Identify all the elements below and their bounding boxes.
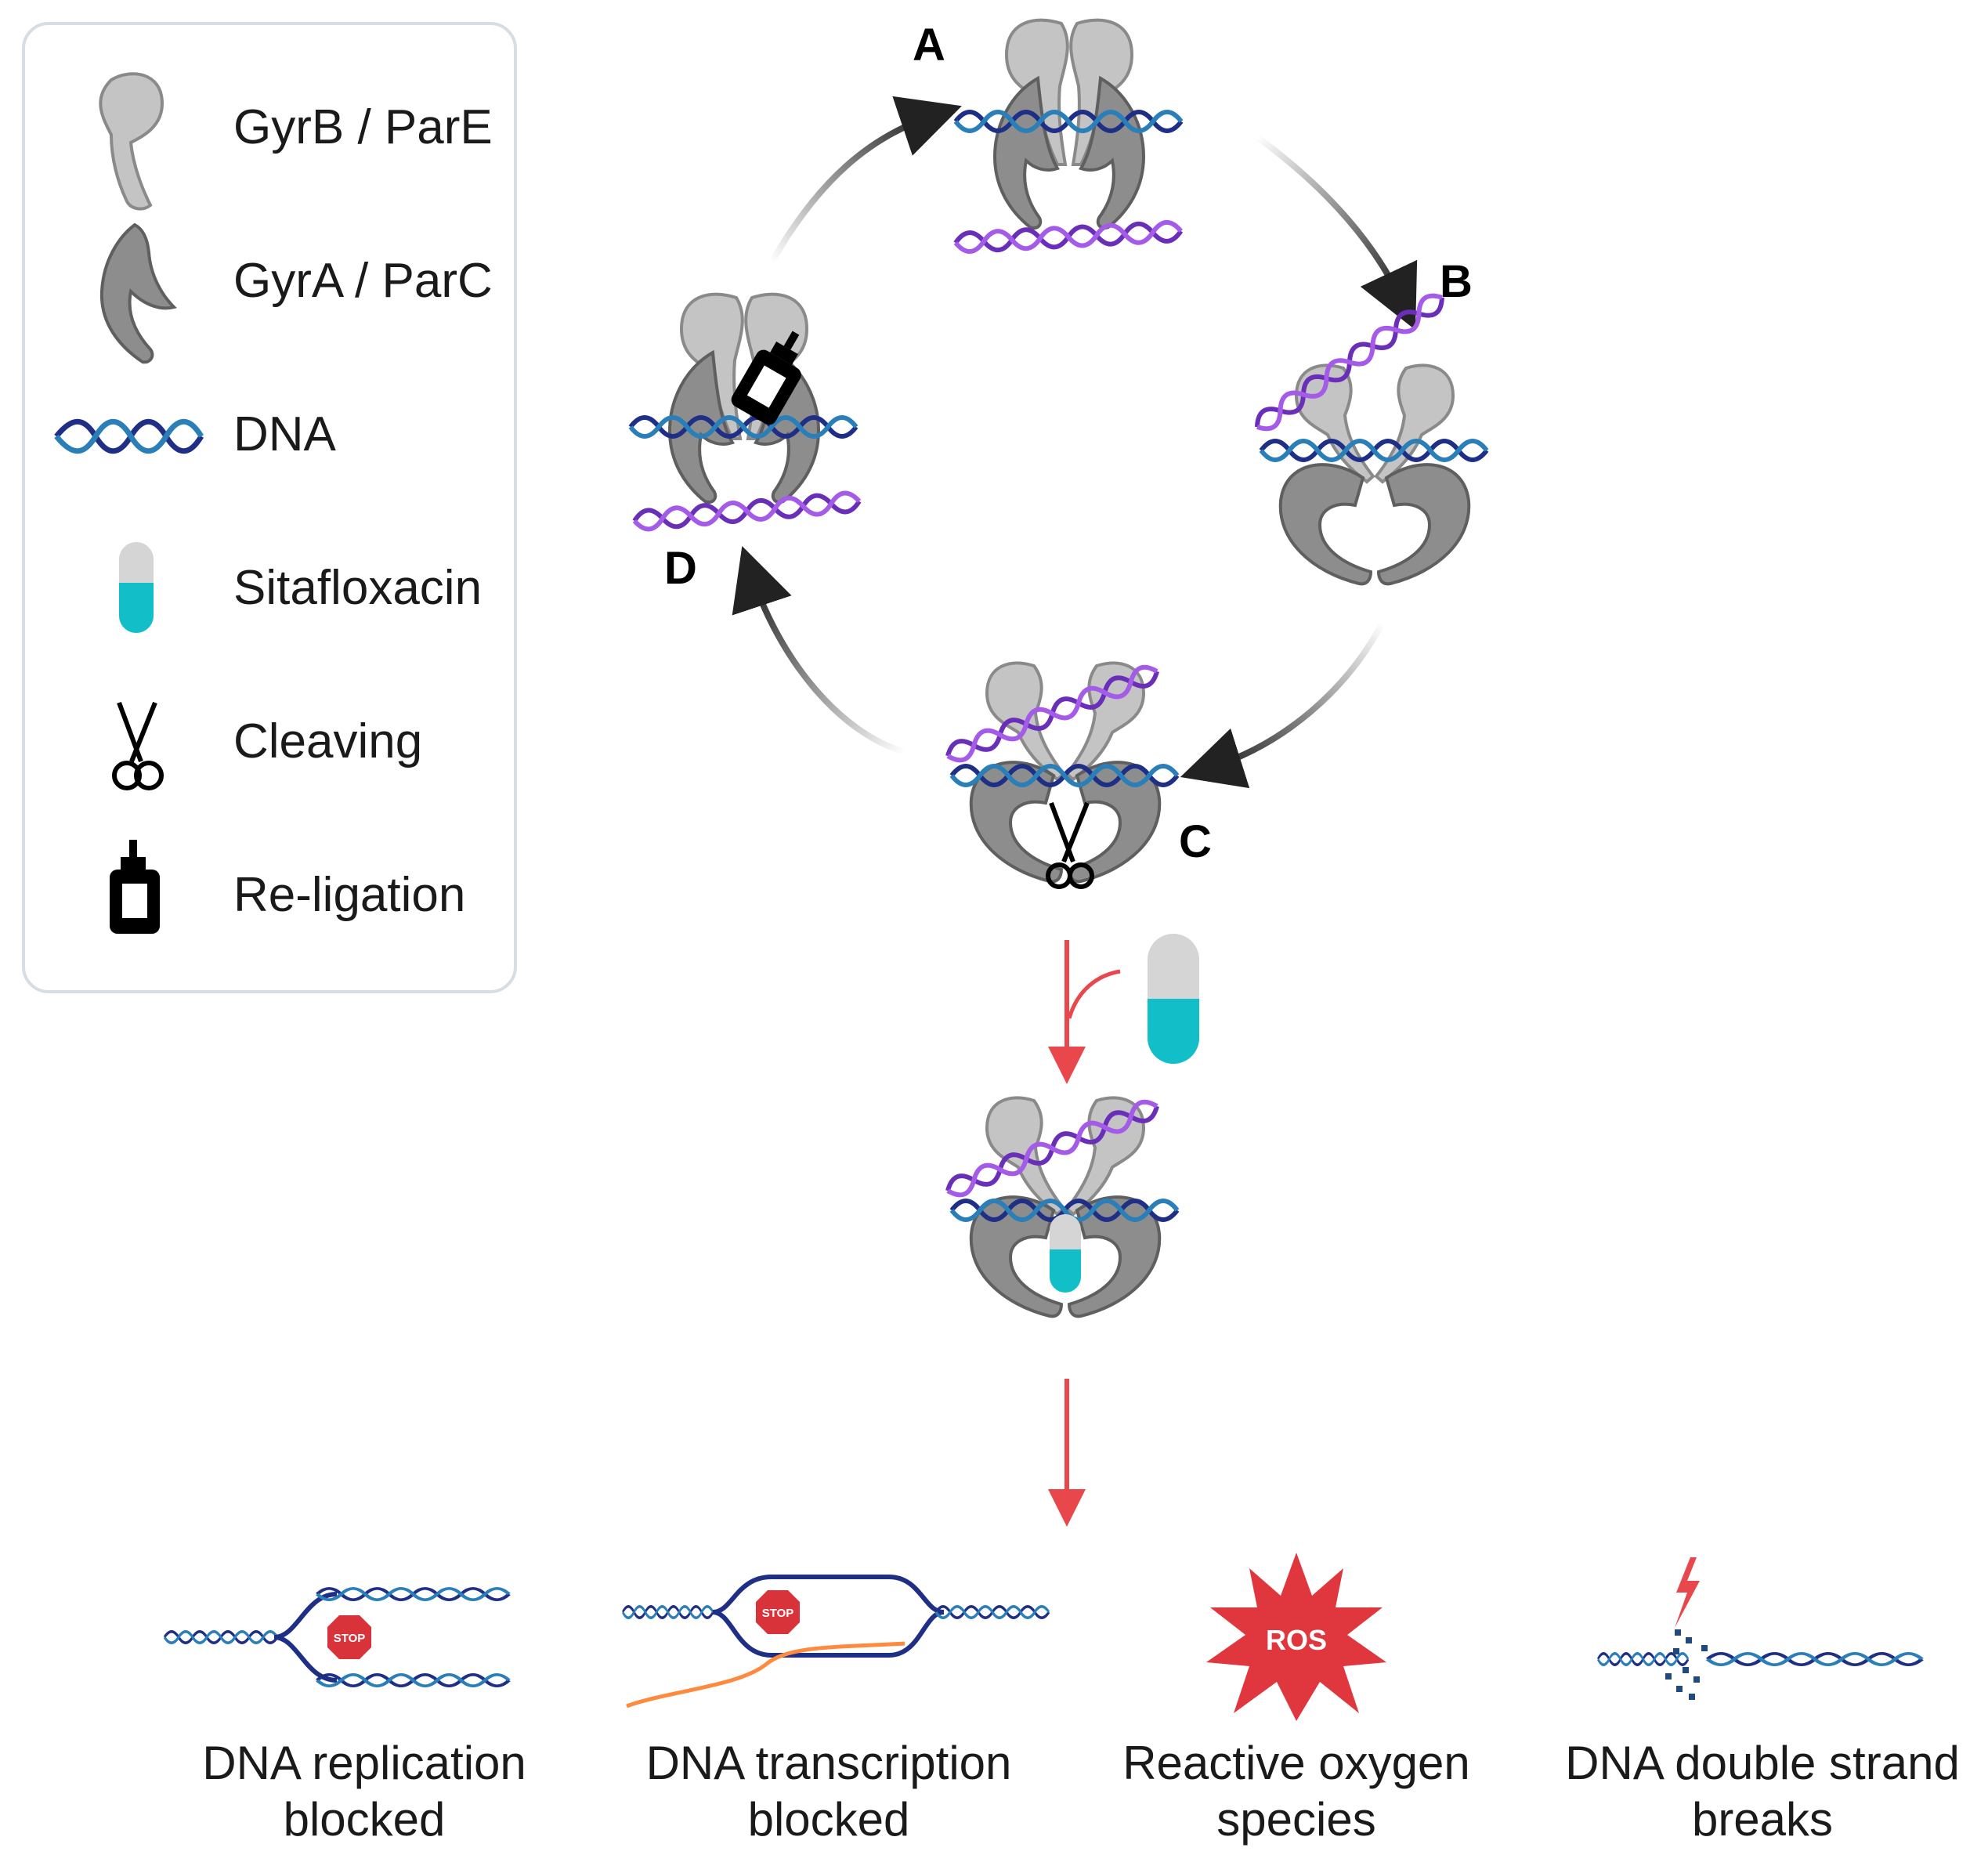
outcome-replication-label: DNA replication blocked [161,1735,568,1848]
glue-bottle-icon [110,840,160,934]
capsule-icon [1050,1214,1081,1293]
enzyme-drug-complex [945,1097,1177,1318]
dna-helix-icon [54,418,204,454]
enzyme-state-b [1252,290,1487,586]
capsule-icon [1148,934,1199,1064]
lightning-icon [1675,1557,1700,1628]
enzyme-state-c [945,663,1177,889]
step-label-b: B [1440,256,1473,307]
gyra-parc-icon [99,222,177,364]
ros-starburst-icon: ROS [1206,1553,1386,1721]
legend-label-gyrb: GyrB / ParE [233,100,493,154]
legend-label-religation: Re-ligation [233,868,466,922]
dna-break-fragments [1665,1629,1708,1700]
scissors-icon [1046,801,1094,889]
outcome-transcription-line2: blocked [747,1793,910,1846]
outcome-transcription-line1: DNA transcription [645,1737,1012,1789]
dsb-illustration [1596,1557,1922,1700]
transcription-bubble-illustration: STOP [621,1575,1050,1708]
glue-bottle-icon [731,331,801,425]
cycle-arrow-a-to-b [1255,134,1418,331]
enzyme-state-a [955,18,1181,252]
outcome-dsb-line1: DNA double strand [1565,1737,1960,1789]
outcome-ros-label: Reactive oxygen species [1093,1735,1500,1848]
outcome-replication-line1: DNA replication [202,1737,526,1789]
legend-label-sitafloxacin: Sitafloxacin [233,561,483,615]
cycle-arrow-b-to-c [1180,621,1386,789]
step-label-a: A [913,20,945,71]
outcome-ros-line2: species [1216,1793,1376,1846]
step-label-c: C [1179,816,1212,867]
outcome-transcription-label: DNA transcription blocked [625,1735,1032,1848]
legend-icons [54,72,204,934]
gyrb-pare-icon [99,72,164,211]
capsule-binding-curve [1067,969,1121,1019]
legend-label-gyra: GyrA / ParC [233,254,493,308]
stop-sign-text: STOP [762,1607,794,1620]
outcome-ros-line1: Reactive oxygen [1122,1737,1470,1789]
scissors-icon [112,701,164,790]
enzyme-state-d [631,292,860,530]
outcome-replication-line2: blocked [283,1793,446,1846]
step-label-d: D [664,543,697,594]
capsule-icon [119,542,154,633]
stop-sign-text: STOP [334,1632,366,1645]
stop-sign-icon: STOP [756,1590,800,1634]
outcome-dsb-line2: breaks [1691,1793,1834,1846]
cycle-arrow-d-to-a [768,96,962,264]
legend-label-cleaving: Cleaving [233,714,423,768]
stop-sign-icon: STOP [327,1615,371,1659]
replication-fork-illustration: STOP [163,1589,509,1686]
outcome-dsb-label: DNA double strand breaks [1559,1735,1966,1848]
legend-panel: GyrB / ParE GyrA / ParC DNA Sitafloxacin… [22,22,517,993]
legend-label-dna: DNA [233,407,336,461]
ros-label: ROS [1266,1624,1327,1656]
rna-strand [626,1641,905,1708]
cycle-arrow-c-to-d [732,546,906,755]
